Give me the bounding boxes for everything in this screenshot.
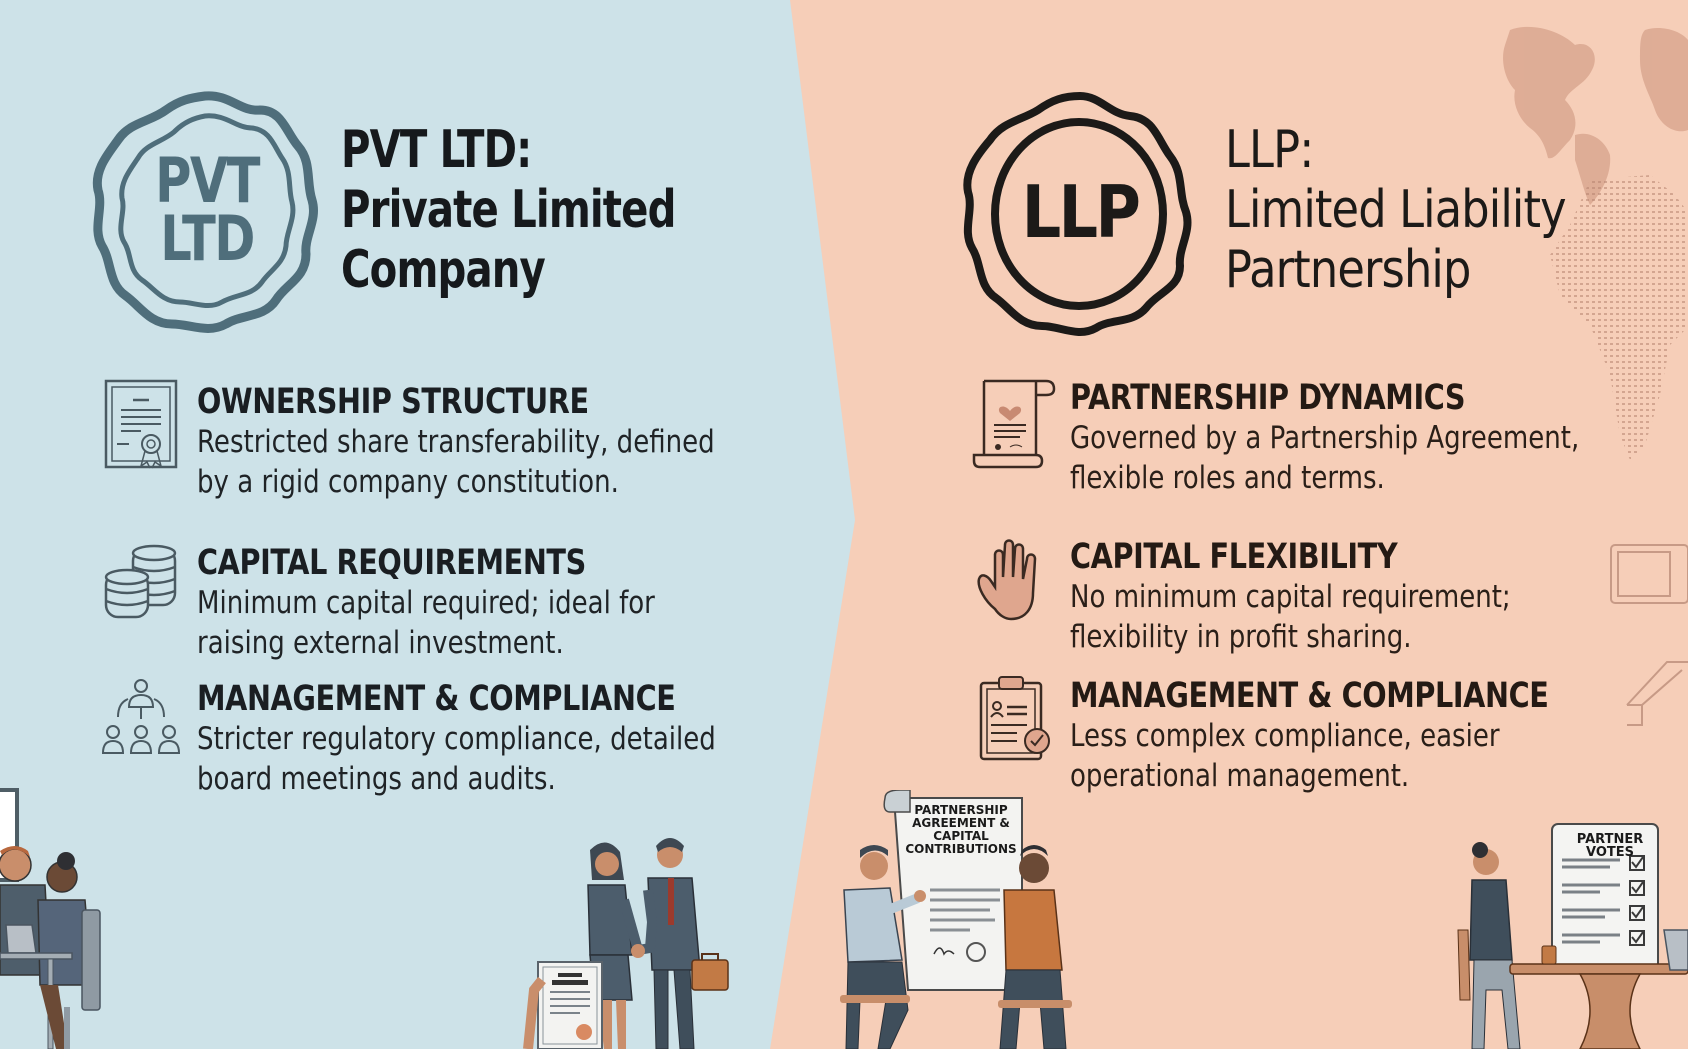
- title-line-1: PVT LTD:: [341, 120, 532, 180]
- partners-agreement-illustration: [840, 790, 1072, 1049]
- clipboard-check-icon: [979, 676, 1050, 761]
- feature-capital-flexibility: CAPITAL FLEXIBILITY No minimum capital r…: [1070, 537, 1595, 657]
- votes-title: PARTNER VOTES: [1576, 832, 1644, 860]
- board-meeting-illustration: [0, 788, 101, 1049]
- scroll-agreement-icon: [972, 379, 1056, 469]
- partner-votes-illustration: [1457, 823, 1688, 1049]
- certificate-icon: [104, 379, 178, 469]
- feature-body-line: No minimum capital requirement;: [1070, 579, 1511, 615]
- agreement-doc-title: PARTNERSHIP AGREEMENT & CAPITAL CONTRIBU…: [902, 804, 1020, 856]
- feature-management-compliance: MANAGEMENT & COMPLIANCE Less complex com…: [1070, 676, 1653, 796]
- llp-seal-icon: [963, 91, 1192, 336]
- feature-body-line: Governed by a Partnership Agreement,: [1070, 420, 1580, 456]
- feature-capital-requirements: CAPITAL REQUIREMENTS Minimum capital req…: [197, 543, 742, 663]
- world-map-decoration: [1503, 26, 1688, 205]
- feature-heading: OWNERSHIP STRUCTURE: [197, 382, 589, 422]
- seal-line-1: PVT: [155, 144, 260, 217]
- pvt-ltd-title: PVT LTD: Private Limited Company: [341, 120, 730, 300]
- feature-body-line: Less complex compliance, easier: [1070, 718, 1500, 754]
- title-line-2: Private Limited: [341, 180, 676, 240]
- feature-body-line: flexibility in profit sharing.: [1070, 619, 1412, 655]
- feature-body-line: Restricted share transferability, define…: [197, 424, 715, 460]
- feature-heading: CAPITAL REQUIREMENTS: [197, 543, 586, 583]
- feature-heading: CAPITAL FLEXIBILITY: [1070, 537, 1398, 577]
- feature-body-line: board meetings and audits.: [197, 761, 556, 797]
- feature-partnership-dynamics: PARTNERSHIP DYNAMICS Governed by a Partn…: [1070, 378, 1676, 498]
- doc-title-line: CONTRIBUTIONS: [905, 842, 1017, 856]
- pvt-ltd-seal-text: PVT LTD: [142, 144, 272, 275]
- title-line-3: Partnership: [1225, 240, 1471, 300]
- feature-management-compliance: MANAGEMENT & COMPLIANCE Stricter regulat…: [197, 679, 815, 799]
- feature-body-line: flexible roles and terms.: [1070, 460, 1385, 496]
- feature-body-line: raising external investment.: [197, 625, 564, 661]
- title-line-3: Company: [341, 240, 546, 300]
- dotted-map-decoration: [1550, 175, 1688, 460]
- coin-stacks-icon: [104, 544, 177, 619]
- doc-title-line: CAPITAL: [933, 829, 989, 843]
- title-line-1: LLP:: [1225, 120, 1314, 180]
- feature-body-line: Minimum capital required; ideal for: [197, 585, 655, 621]
- feature-body-line: Stricter regulatory compliance, detailed: [197, 721, 716, 757]
- microwave-icon: [1610, 544, 1688, 604]
- doc-title-line: PARTNERSHIP: [914, 803, 1008, 817]
- org-hierarchy-icon: [101, 679, 181, 754]
- doc-title-line: AGREEMENT &: [912, 816, 1010, 830]
- feature-ownership-structure: OWNERSHIP STRUCTURE Restricted share tra…: [197, 382, 813, 502]
- raised-hand-icon: [977, 539, 1037, 621]
- feature-heading: PARTNERSHIP DYNAMICS: [1070, 378, 1466, 418]
- seal-line-2: LTD: [160, 202, 255, 275]
- handshake-illustration: [523, 838, 729, 1049]
- partner-votes-title: PARTNER VOTES: [1555, 833, 1665, 859]
- llp-title: LLP: Limited Liability Partnership: [1225, 120, 1621, 300]
- feature-body-line: operational management.: [1070, 758, 1410, 794]
- feature-body-line: by a rigid company constitution.: [197, 464, 619, 500]
- feature-heading: MANAGEMENT & COMPLIANCE: [1070, 676, 1549, 716]
- llp-seal-text: LLP: [1021, 170, 1141, 254]
- pvt-ltd-seal-icon: [92, 91, 318, 333]
- steel-beam-icon: [1626, 661, 1688, 726]
- feature-heading: MANAGEMENT & COMPLIANCE: [197, 679, 676, 719]
- title-line-2: Limited Liability: [1225, 180, 1567, 240]
